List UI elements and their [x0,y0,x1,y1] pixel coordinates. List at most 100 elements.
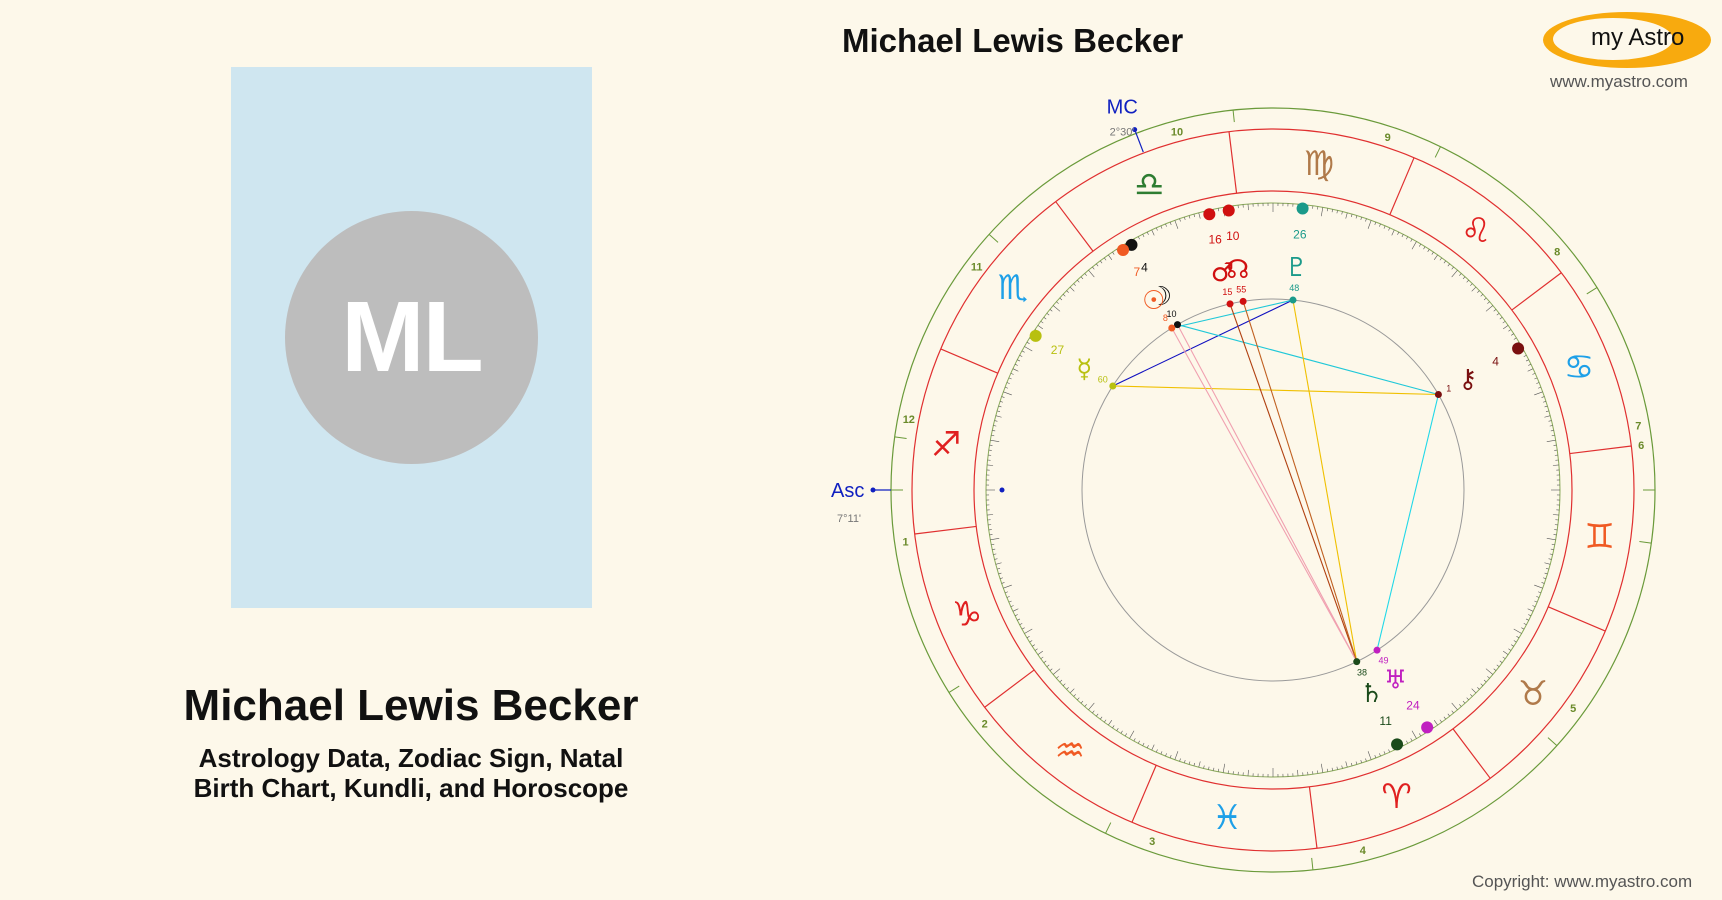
degree-tick [1433,254,1438,260]
asc-inner-marker [999,487,1005,493]
avatar: ML [285,211,538,464]
degree-tick [1406,740,1409,744]
degree-tick [1179,758,1181,762]
degree-tick [1104,257,1107,261]
degree-tick [1499,660,1503,663]
degree-tick [1383,225,1386,229]
house-cusp-tick [1434,146,1441,158]
zodiac-sign-capricorn-icon: ♑ [952,595,982,635]
degree-tick [1174,220,1179,229]
degree-tick [1485,305,1494,312]
degree-tick [1146,745,1149,749]
degree-tick [1470,694,1473,697]
degree-tick [1439,719,1442,723]
degree-tick [1374,755,1377,759]
house-number-6: 6 [1638,440,1644,452]
degree-tick [993,425,997,427]
degree-tick [995,562,1002,565]
degree-tick [1487,676,1490,679]
degree-tick [1059,679,1063,683]
degree-tick [1019,623,1023,626]
degree-tick [1006,596,1010,598]
degree-tick [1088,702,1095,711]
planet-saturn-inner-dot [1353,658,1361,666]
degree-tick [994,420,998,422]
planet-chiron-dot [1512,342,1525,355]
degree-tick [1341,211,1343,215]
avatar-initials: ML [341,281,483,393]
degree-tick [1534,600,1538,603]
house-number-8: 8 [1554,247,1560,259]
degree-tick [1017,618,1021,621]
planet-sun-icon: ☉ [1142,286,1165,316]
planet-mars-dot [1203,208,1216,221]
degree-tick [1541,396,1545,398]
planet-saturn-icon: ♄ [1360,679,1383,709]
degree-tick [1462,700,1466,704]
degree-tick [1056,676,1059,679]
house-number-5: 5 [1570,703,1576,715]
degree-tick [1493,668,1497,671]
zodiac-sign-scorpio-icon: ♏ [998,268,1028,308]
degree-tick [1513,337,1517,340]
degree-tick [998,405,1002,408]
planet-uranus-degree: 24 [1406,699,1420,713]
degree-tick [1108,254,1113,260]
degree-tick [1443,716,1446,720]
degree-tick [1073,283,1076,286]
degree-tick [987,464,994,466]
degree-tick [1544,562,1551,565]
myastro-logo[interactable]: my Astro [1543,12,1711,68]
aspect-lines [1112,299,1439,662]
degree-tick [1508,329,1512,332]
website-link[interactable]: www.myastro.com [1550,72,1688,91]
degree-tick [1493,309,1497,312]
degree-tick [1188,761,1191,765]
planet-saturn-degree: 11 [1379,714,1392,728]
zodiac-sign-libra-icon: ♎ [1134,165,1164,205]
planet-moon-minute: 10 [1166,309,1176,319]
zodiac-sign-aries-icon: ♈ [1381,777,1411,817]
degree-tick [1502,656,1506,659]
degree-tick [1508,648,1512,651]
mc-line [1134,129,1144,153]
degree-tick [1532,605,1536,608]
degree-tick [1188,215,1191,219]
degree-tick [1012,368,1019,372]
degree-tick [990,537,1000,541]
degree-tick [1466,697,1469,701]
degree-tick [1049,309,1053,312]
degree-tick [1217,768,1220,772]
house-number-1: 1 [903,537,909,549]
degree-tick [1021,627,1025,630]
degree-tick [1543,401,1547,403]
degree-tick [1379,223,1381,227]
degree-tick [1014,614,1018,617]
house-cusp-tick [1232,110,1235,123]
degree-tick [1513,628,1522,634]
degree-tick [1439,257,1442,261]
degree-tick [1511,333,1514,336]
degree-tick [1001,396,1005,398]
degree-tick [1552,464,1559,466]
degree-tick [1032,644,1035,647]
house-ring [911,128,1635,852]
degree-tick [1447,263,1450,267]
degree-tick [1096,713,1099,717]
planet-sun-minute: 8 [1163,313,1168,323]
degree-tick [1046,664,1050,667]
degree-tick [1077,697,1080,701]
asc-label: Asc [831,480,864,502]
degree-tick [1336,210,1338,214]
degree-tick [1184,760,1186,764]
house-number-10: 10 [1171,127,1183,139]
degree-tick [1193,214,1196,218]
degree-tick [1088,269,1095,278]
house-cusp-tick [894,436,907,440]
house-number-9: 9 [1385,132,1391,144]
aspect-line [1112,299,1294,387]
degree-tick [1222,763,1226,773]
planet-moon-degree: 4 [1141,260,1148,274]
degree-tick [1326,768,1329,772]
